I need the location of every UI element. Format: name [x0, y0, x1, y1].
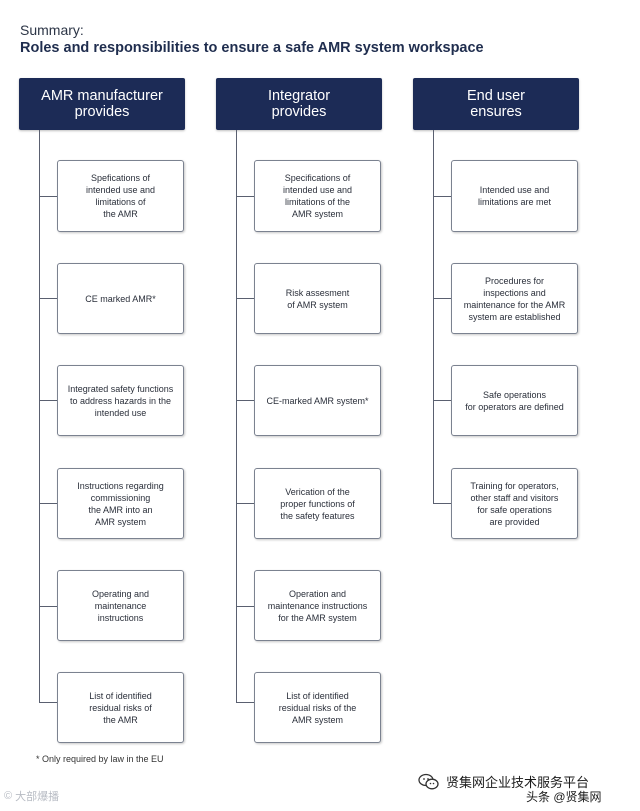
watermark-right-bottom: 头条 @贤集网	[526, 790, 602, 804]
header-amr-manufacturer: AMR manufacturer provides	[19, 78, 185, 130]
watermark-right: 贤集网企业技术服务平台	[418, 772, 589, 791]
step-box: Instructions regarding commissioning the…	[57, 468, 184, 539]
connector-branch	[39, 702, 57, 703]
step-box: Intended use and limitations are met	[451, 160, 578, 232]
step-box: Training for operators, other staff and …	[451, 468, 578, 539]
connector-branch	[236, 702, 254, 703]
watermark-left: © 大部爆播	[4, 788, 59, 804]
connector-vertical-col3	[433, 130, 434, 503]
connector-branch	[39, 606, 57, 607]
header-end-user: End user ensures	[413, 78, 579, 130]
step-box: Operating and maintenance instructions	[57, 570, 184, 641]
connector-vertical-col1	[39, 130, 40, 702]
step-box: Safe operations for operators are define…	[451, 365, 578, 436]
connector-branch	[39, 503, 57, 504]
step-box: Integrated safety functions to address h…	[57, 365, 184, 436]
connector-branch	[236, 606, 254, 607]
step-box: Procedures for inspections and maintenan…	[451, 263, 578, 334]
step-box: List of identified residual risks of the…	[254, 672, 381, 743]
connector-branch	[39, 400, 57, 401]
connector-branch	[236, 298, 254, 299]
step-box: Specifications of intended use and limit…	[254, 160, 381, 232]
step-box: List of identified residual risks of the…	[57, 672, 184, 743]
step-box: Risk assesment of AMR system	[254, 263, 381, 334]
connector-branch	[433, 503, 451, 504]
wechat-icon	[418, 773, 440, 791]
watermark-right-text: 贤集网企业技术服务平台	[446, 775, 590, 790]
step-box: CE marked AMR*	[57, 263, 184, 334]
connector-branch	[39, 196, 57, 197]
connector-branch	[433, 400, 451, 401]
connector-vertical-col2	[236, 130, 237, 702]
page-title: Roles and responsibilities to ensure a s…	[20, 40, 484, 56]
connector-branch	[433, 196, 451, 197]
watermark-logo-icon: ©	[4, 790, 13, 802]
step-box: Verication of the proper functions of th…	[254, 468, 381, 539]
step-box: Operation and maintenance instructions f…	[254, 570, 381, 641]
step-box: Spefications of intended use and limitat…	[57, 160, 184, 232]
title-block: Summary: Roles and responsibilities to e…	[20, 22, 484, 57]
title-summary: Summary:	[20, 22, 84, 38]
connector-branch	[433, 298, 451, 299]
connector-branch	[236, 196, 254, 197]
connector-branch	[236, 400, 254, 401]
watermark-left-text: 大部爆播	[15, 791, 60, 803]
step-box: CE-marked AMR system*	[254, 365, 381, 436]
footnote: * Only required by law in the EU	[36, 754, 164, 764]
connector-branch	[39, 298, 57, 299]
connector-branch	[236, 503, 254, 504]
header-integrator: Integrator provides	[216, 78, 382, 130]
